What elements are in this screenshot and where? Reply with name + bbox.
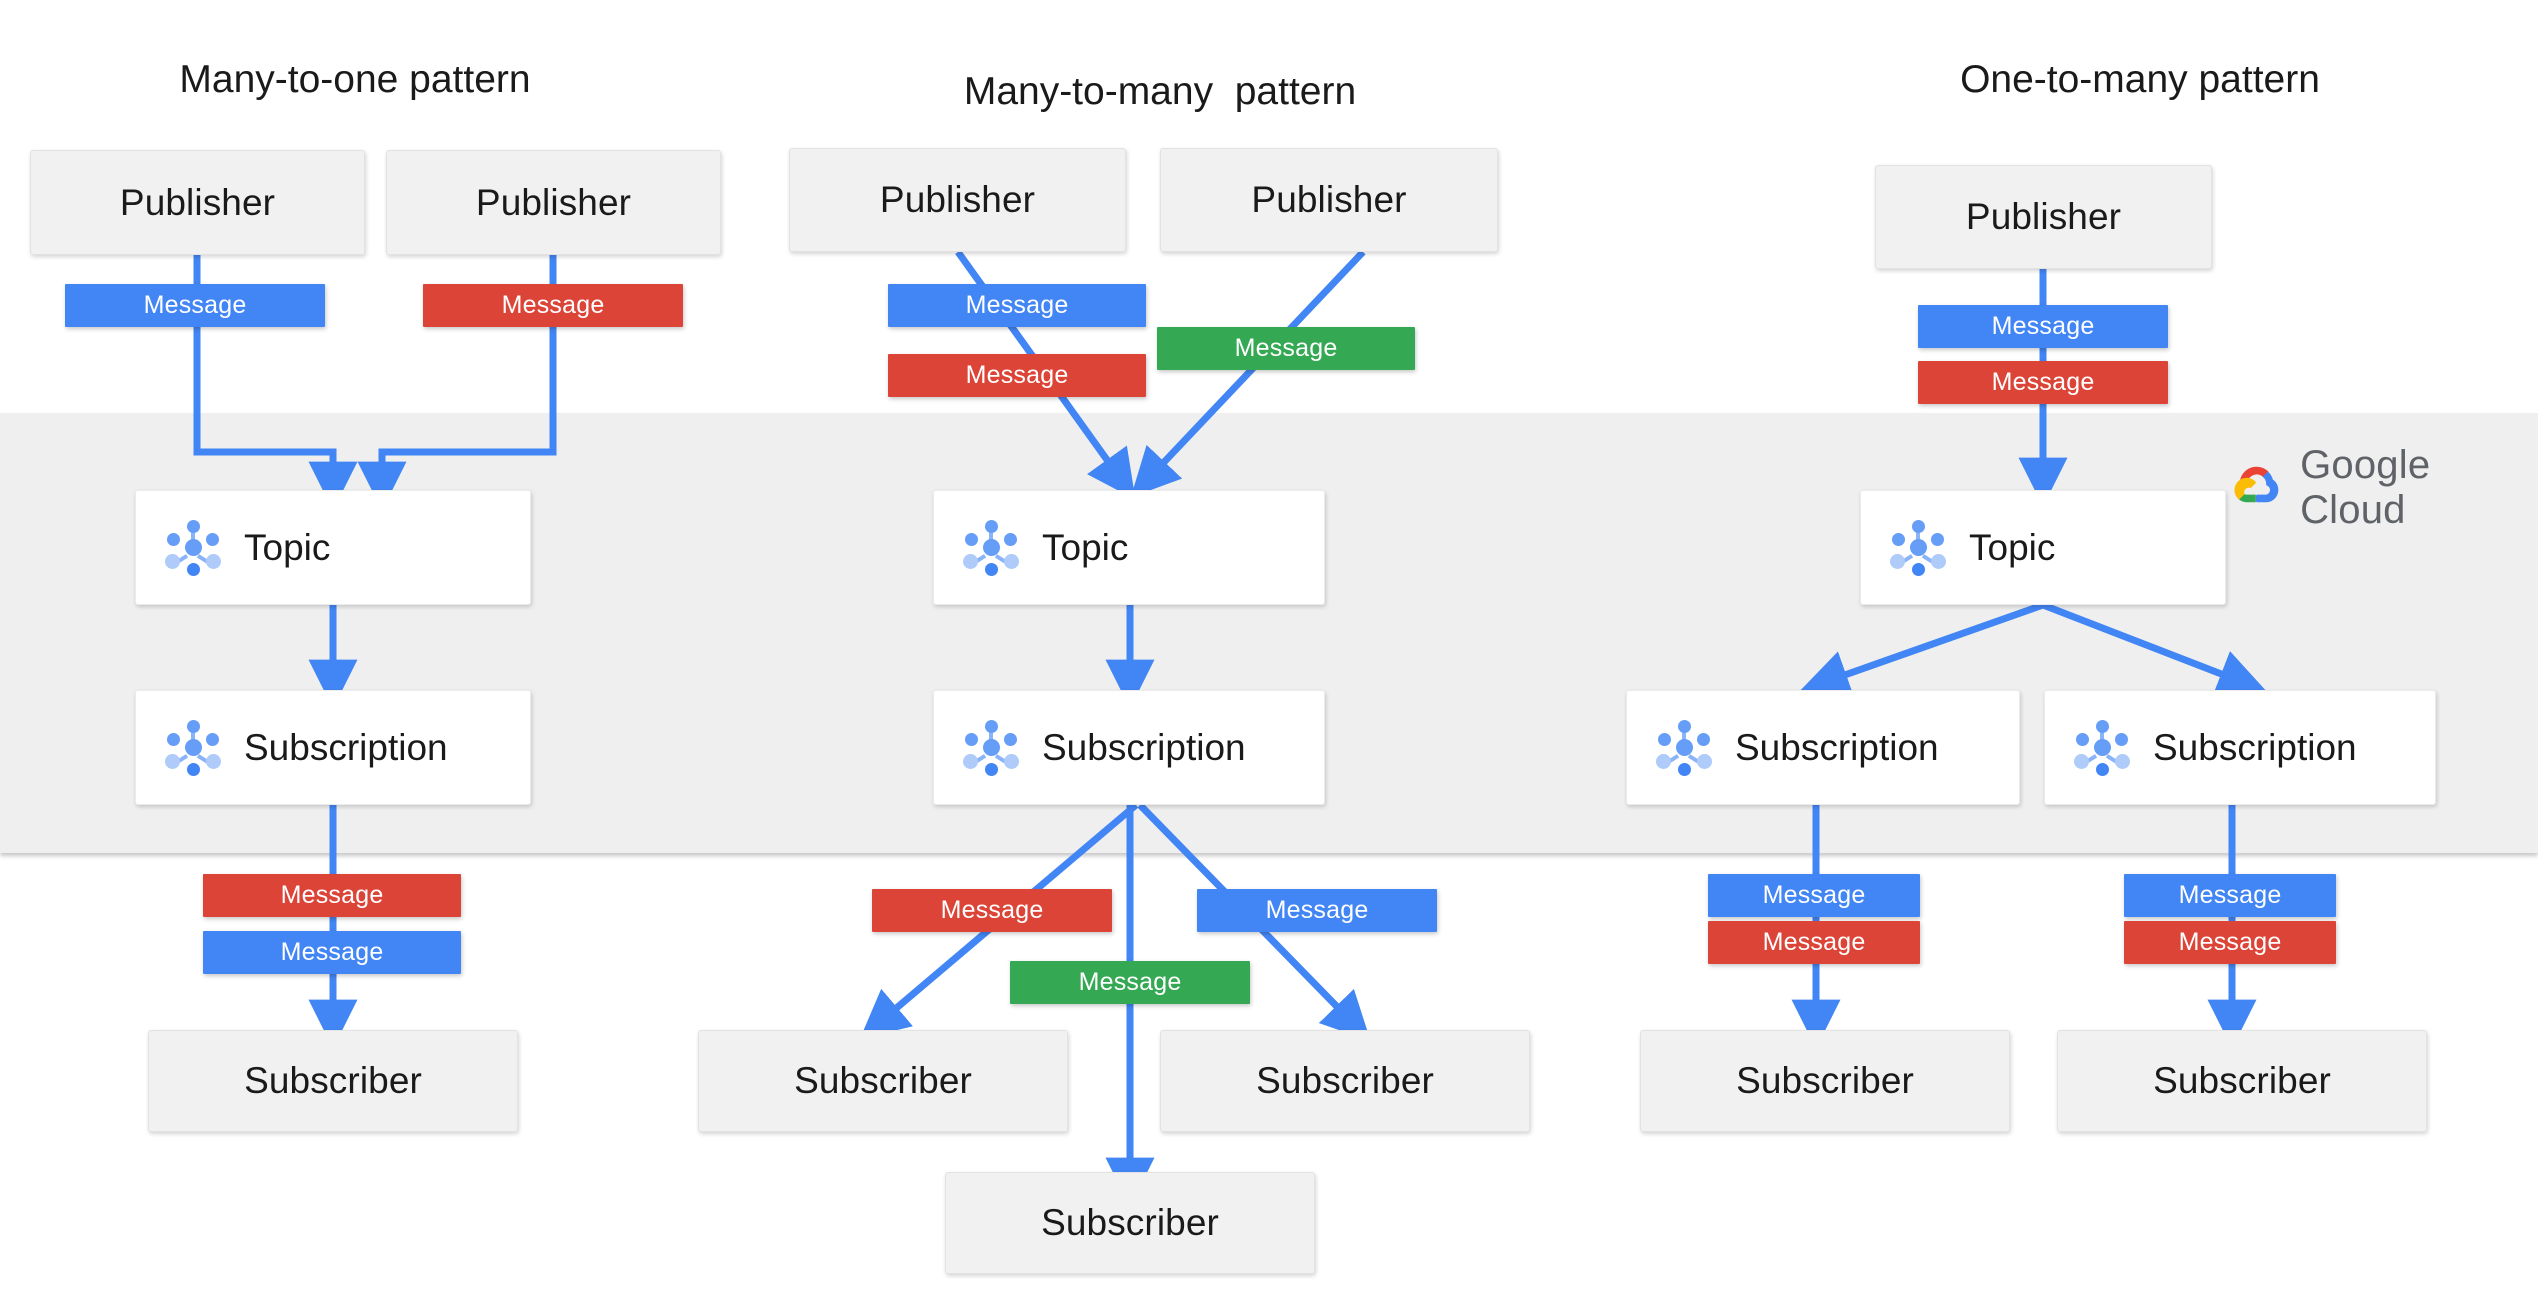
message-label: Message [1762,881,1866,909]
message-chip: Message [872,889,1112,932]
message-label: Message [1991,368,2095,396]
subscriber-label: Subscriber [1736,1060,1914,1101]
subscription-label: Subscription [1042,726,1246,768]
subscription-box[interactable]: Subscription [135,690,531,805]
subscriber-label: Subscriber [794,1060,972,1101]
message-chip: Message [1197,889,1437,932]
topic-box[interactable]: Topic [933,490,1325,605]
subscriber-label: Subscriber [2153,1060,2331,1101]
message-chip: Message [1010,961,1250,1004]
subscriber-label: Subscriber [1256,1060,1434,1101]
message-label: Message [1991,312,2095,340]
publisher-label: Publisher [879,179,1036,220]
subscriber-label: Subscriber [1041,1202,1219,1243]
message-label: Message [1234,334,1338,362]
publisher-label: Publisher [1965,196,2122,237]
topic-box[interactable]: Topic [135,490,531,605]
message-label: Message [1078,968,1182,996]
pubsub-subscription-icon [164,719,222,777]
pattern-title-one-to-many: One-to-many pattern [1960,58,2320,101]
subscriber-label: Subscriber [244,1060,422,1101]
google-cloud-logo-lockup: Google Cloud [2232,443,2538,533]
google-cloud-logo-icon [2234,466,2279,503]
pattern-title-many-to-many: Many-to-many pattern [963,70,1357,113]
publisher-box[interactable]: Publisher [1160,148,1498,252]
publisher-label: Publisher [1251,179,1407,220]
subscription-label: Subscription [244,726,448,768]
subscription-label: Subscription [2153,726,2357,768]
message-chip: Message [1708,921,1920,964]
pubsub-subscription-icon [1655,719,1713,777]
subscription-label: Subscription [1735,726,1939,768]
subscription-box[interactable]: Subscription [933,690,1325,805]
brand-cloud: Cloud [2300,488,2406,532]
message-label: Message [965,361,1069,389]
message-label: Message [280,881,384,909]
pubsub-subscription-icon [962,719,1020,777]
subscription-box[interactable]: Subscription [1626,690,2020,805]
message-label: Message [2178,881,2282,909]
pattern-title-many-to-one: Many-to-one pattern [179,58,531,101]
message-chip: Message [888,284,1146,327]
message-chip: Message [65,284,325,327]
message-label: Message [940,896,1044,924]
message-chip: Message [203,874,461,917]
message-label: Message [143,291,247,319]
pubsub-topic-icon [1889,519,1947,577]
publisher-label: Publisher [475,181,632,223]
message-label: Message [965,291,1069,319]
pubsub-subscription-icon [2073,719,2131,777]
publisher-box[interactable]: Publisher [30,150,365,255]
message-chip: Message [1918,361,2168,404]
message-chip: Message [203,931,461,974]
subscriber-box[interactable]: Subscriber [148,1030,518,1132]
subscriber-box[interactable]: Subscriber [1640,1030,2010,1132]
topic-label: Topic [1969,526,2056,568]
subscription-box[interactable]: Subscription [2044,690,2436,805]
message-chip: Message [1708,874,1920,917]
message-label: Message [1265,896,1369,924]
brand-google: Google [2300,443,2431,487]
subscriber-box[interactable]: Subscriber [945,1172,1315,1274]
message-chip: Message [423,284,683,327]
topic-label: Topic [1042,526,1129,568]
google-cloud-wordmark: Google Cloud [2300,443,2538,533]
publisher-box[interactable]: Publisher [1875,165,2212,269]
message-label: Message [280,938,384,966]
message-label: Message [2178,928,2282,956]
message-chip: Message [1157,327,1415,370]
pubsub-topic-icon [962,519,1020,577]
topic-label: Topic [244,526,331,568]
message-chip: Message [2124,874,2336,917]
subscriber-box[interactable]: Subscriber [2057,1030,2427,1132]
message-chip: Message [2124,921,2336,964]
subscriber-box[interactable]: Subscriber [1160,1030,1530,1132]
pubsub-topic-icon [164,519,222,577]
publisher-box[interactable]: Publisher [789,148,1126,252]
publisher-box[interactable]: Publisher [386,150,721,255]
message-chip: Message [888,354,1146,397]
publisher-label: Publisher [119,181,276,223]
topic-box[interactable]: Topic [1860,490,2226,605]
message-chip: Message [1918,305,2168,348]
message-label: Message [1762,928,1866,956]
message-label: Message [501,291,605,319]
subscriber-box[interactable]: Subscriber [698,1030,1068,1132]
